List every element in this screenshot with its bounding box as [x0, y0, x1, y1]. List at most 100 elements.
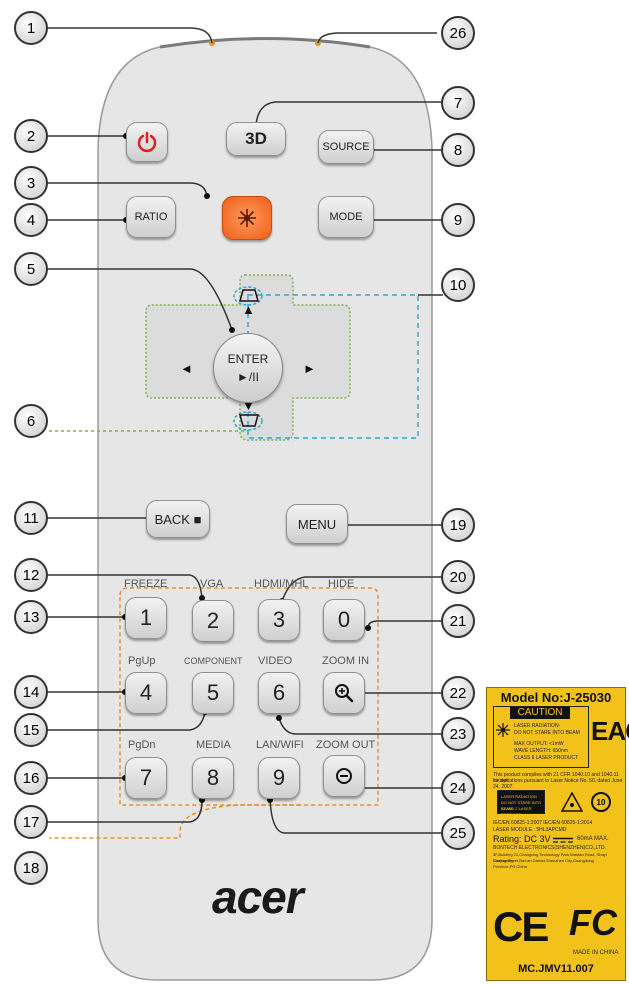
digit-9-button[interactable]: 9 — [258, 757, 300, 799]
rating: Rating: DC 3V — [493, 834, 551, 844]
digit-8-button[interactable]: 8 — [192, 757, 234, 799]
label-vga: VGA — [200, 578, 224, 590]
callout-18: 18 — [14, 851, 48, 885]
mode-button[interactable]: MODE — [318, 196, 374, 238]
leader-23 — [278, 717, 443, 735]
leader-20 — [281, 576, 443, 602]
callout-24: 24 — [441, 771, 475, 805]
inner-warning-box: LASER RADIATION DO NOT STARE INTO BEAM C… — [497, 790, 545, 817]
callout-15: 15 — [14, 713, 48, 747]
digit-5-button[interactable]: 5 — [192, 672, 234, 714]
3d-button[interactable]: 3D — [226, 122, 286, 156]
label-hide: HIDE — [328, 578, 355, 590]
digit-2-button[interactable]: 2 — [192, 600, 234, 642]
callout-8: 8 — [441, 133, 475, 167]
power-button[interactable] — [126, 122, 168, 162]
caution-wavelength: WAVE LENGTH: 650nm — [514, 748, 568, 754]
callout-2: 2 — [14, 119, 48, 153]
keystone-down-ring — [233, 411, 263, 431]
callout-14: 14 — [14, 675, 48, 709]
callout-3: 3 — [14, 166, 48, 200]
leader-1 — [46, 27, 213, 44]
dc-symbol-icon — [553, 837, 573, 843]
compliance-line-1: This product complies with 21 CFR 1040.1… — [493, 772, 619, 784]
digit-7-button[interactable]: 7 — [125, 757, 167, 799]
label-video: VIDEO — [258, 655, 293, 667]
laser-starburst-icon — [496, 723, 510, 737]
callout-6: 6 — [14, 404, 48, 438]
caution-radiation-2: DO NOT STARE INTO BEAM — [514, 730, 580, 736]
inner-warning-3: CLASS 2 LASER PRODUCT — [501, 806, 532, 817]
leader-15 — [46, 711, 206, 731]
callout-23: 23 — [441, 717, 475, 751]
laser-button[interactable] — [222, 196, 272, 240]
company: BONTECH ELECTRONICS(SHENZHEN)CO.,LTD. — [493, 845, 606, 851]
iec-standard: IEC/EN 60825-1:2007 IEC/EN 60825-1:2014 — [493, 820, 593, 826]
eac-mark: EAC — [591, 716, 629, 746]
callout-20: 20 — [441, 560, 475, 594]
leader-25 — [269, 799, 443, 834]
caution-heading: CAUTION — [510, 707, 570, 719]
callout-22: 22 — [441, 676, 475, 710]
up-arrow-icon[interactable]: ▲ — [242, 302, 255, 317]
digit-4-button[interactable]: 4 — [125, 672, 167, 714]
enter-play-pause-button[interactable]: ENTER ►/II — [213, 333, 283, 403]
ratio-button[interactable]: RATIO — [126, 196, 176, 238]
compliance-line-2: for deviations pursuant to Laser Notice … — [493, 778, 623, 790]
regulatory-label: Model No:J-25030 CAUTION LASER RADIATION… — [486, 687, 629, 981]
caution-radiation-1: LASER RADIATION- — [514, 723, 561, 729]
digit-1-button[interactable]: 1 — [125, 597, 167, 639]
callout-17: 17 — [14, 805, 48, 839]
label-pgup: PgUp — [128, 655, 156, 667]
label-zoom-in: ZOOM IN — [322, 655, 370, 667]
digit-3-button[interactable]: 3 — [258, 599, 300, 641]
zoom-out-button[interactable] — [323, 755, 365, 797]
callout-9: 9 — [441, 203, 475, 237]
callout-16: 16 — [14, 761, 48, 795]
callout-25: 25 — [441, 816, 475, 850]
left-arrow-icon[interactable]: ◄ — [180, 361, 193, 376]
model-number: Model No:J-25030 — [500, 690, 612, 705]
source-button[interactable]: SOURCE — [318, 130, 374, 164]
right-arrow-icon[interactable]: ► — [303, 361, 316, 376]
leader-17 — [46, 799, 203, 823]
callout-1: 1 — [14, 11, 48, 45]
callout-4: 4 — [14, 203, 48, 237]
rating-current: 60mA MAX. — [577, 836, 609, 842]
fc-mark: FC — [569, 902, 617, 943]
callout-12: 12 — [14, 558, 48, 592]
callout-7: 7 — [441, 86, 475, 120]
callout-11: 11 — [14, 501, 48, 535]
back-button[interactable]: BACK ■ — [146, 500, 210, 538]
laser-module: LASER MODULE : 5HL3APCMD — [493, 827, 567, 833]
address-1: 3F,Building 21,Changxing Technology Park… — [493, 852, 607, 863]
callout-10: 10 — [441, 268, 475, 302]
zoom-in-button[interactable] — [323, 672, 365, 714]
label-hdmi: HDMI/MHL — [254, 578, 309, 590]
made-in-china: MADE IN CHINA — [573, 950, 619, 956]
digit-6-button[interactable]: 6 — [258, 672, 300, 714]
guide-line-18 — [49, 804, 300, 839]
acer-logo: acer — [212, 871, 304, 923]
ten-year-text: 10 — [597, 798, 606, 807]
label-freeze: FREEZE — [124, 578, 168, 590]
enter-label: ENTER — [227, 352, 269, 366]
warning-triangle-icon — [561, 792, 583, 812]
leader-5 — [46, 268, 233, 331]
callout-21: 21 — [441, 604, 475, 638]
laser-icon — [238, 209, 256, 227]
keystone-up-icon — [239, 289, 259, 302]
leader-26 — [317, 32, 437, 44]
label-component: COMPONENT — [184, 656, 243, 666]
minus-circle-icon — [336, 768, 352, 784]
callout-13: 13 — [14, 600, 48, 634]
digit-0-button[interactable]: 0 — [323, 599, 365, 641]
keystone-down-icon — [239, 414, 259, 427]
leader-12 — [46, 574, 203, 599]
caution-box: CAUTION LASER RADIATION- DO NOT STARE IN… — [493, 706, 589, 768]
menu-button[interactable]: MENU — [286, 504, 348, 544]
address-2: Shajing Street,Bao'an District,Shenzhen … — [493, 858, 594, 869]
inner-warning-2: DO NOT STARE INTO BEAM — [501, 800, 542, 811]
magnifier-plus-icon — [335, 684, 354, 703]
